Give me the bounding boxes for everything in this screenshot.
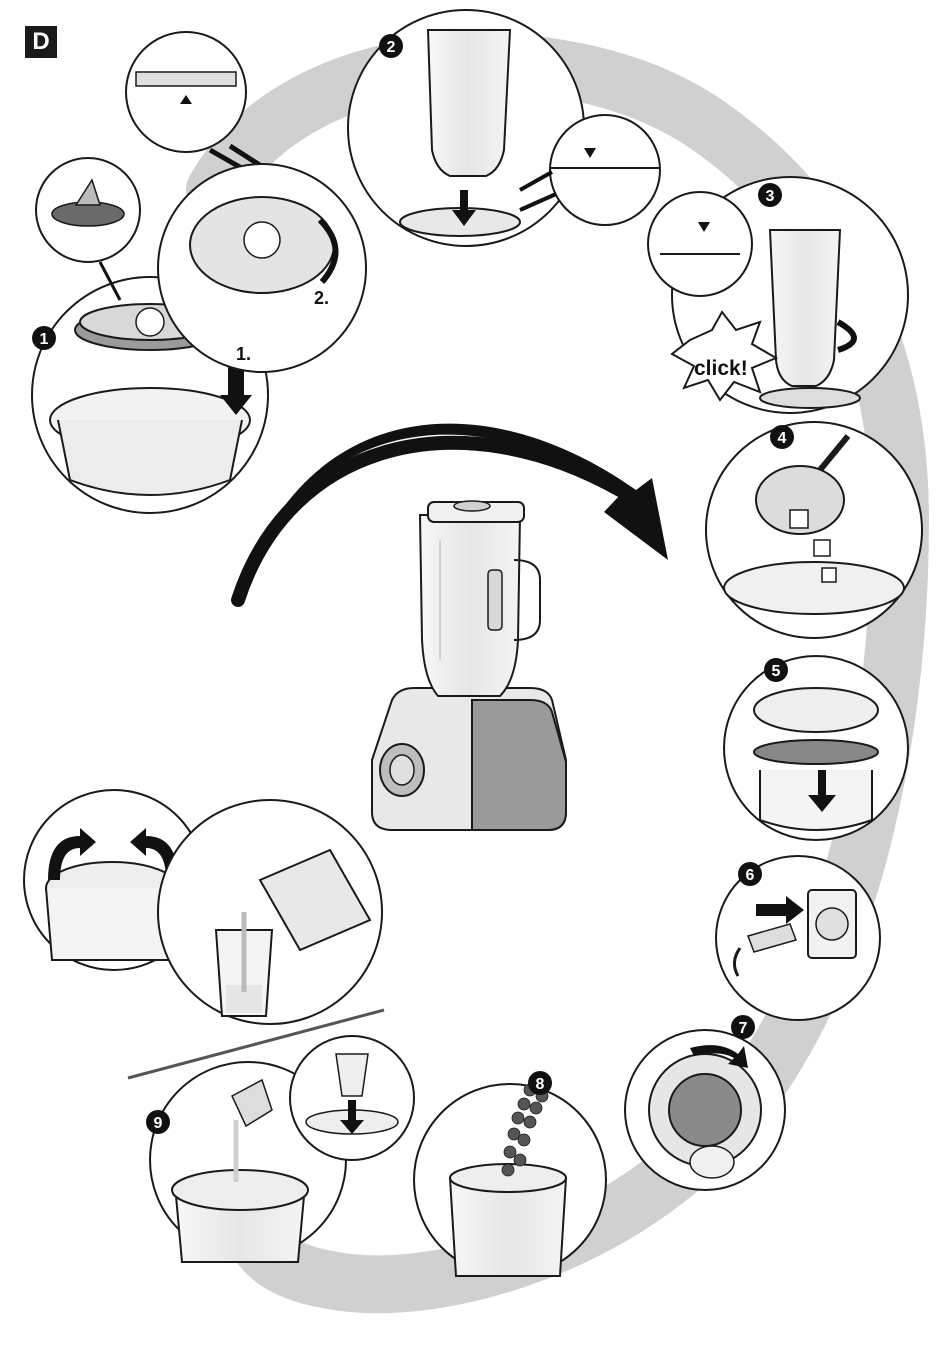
step-badge-2: 2 — [379, 34, 403, 58]
step-badge-6: 6 — [738, 862, 762, 886]
step-7-illustration — [625, 1030, 785, 1190]
step-badge-1: 1 — [32, 326, 56, 350]
step-badge-4: 4 — [770, 425, 794, 449]
step-6-number: 6 — [746, 867, 755, 884]
step-badge-9: 9 — [146, 1110, 170, 1134]
step-9-number: 9 — [154, 1115, 163, 1132]
step-8-number: 8 — [536, 1076, 545, 1093]
step-2-number: 2 — [387, 39, 396, 56]
step-9-illustration — [150, 1036, 414, 1262]
step-7-number: 7 — [739, 1020, 748, 1037]
step-badge-3: 3 — [758, 183, 782, 207]
step-1-callout: 1. — [236, 344, 251, 364]
click-label: click! — [694, 357, 748, 380]
step-2-callout: 2. — [314, 288, 329, 308]
step-4-number: 4 — [778, 430, 787, 447]
step-badge-8: 8 — [528, 1071, 552, 1095]
step-5-number: 5 — [772, 663, 781, 680]
step-4-illustration — [706, 422, 922, 638]
step-3-number: 3 — [766, 188, 775, 205]
step-1-number: 1 — [40, 331, 49, 348]
step-8-illustration — [414, 1084, 606, 1276]
step-5-illustration — [724, 656, 908, 840]
step-badge-5: 5 — [764, 658, 788, 682]
blender-icon — [372, 501, 566, 830]
serving-illustration — [24, 790, 382, 1024]
step-3-illustration — [648, 177, 908, 413]
step-badge-7: 7 — [731, 1015, 755, 1039]
